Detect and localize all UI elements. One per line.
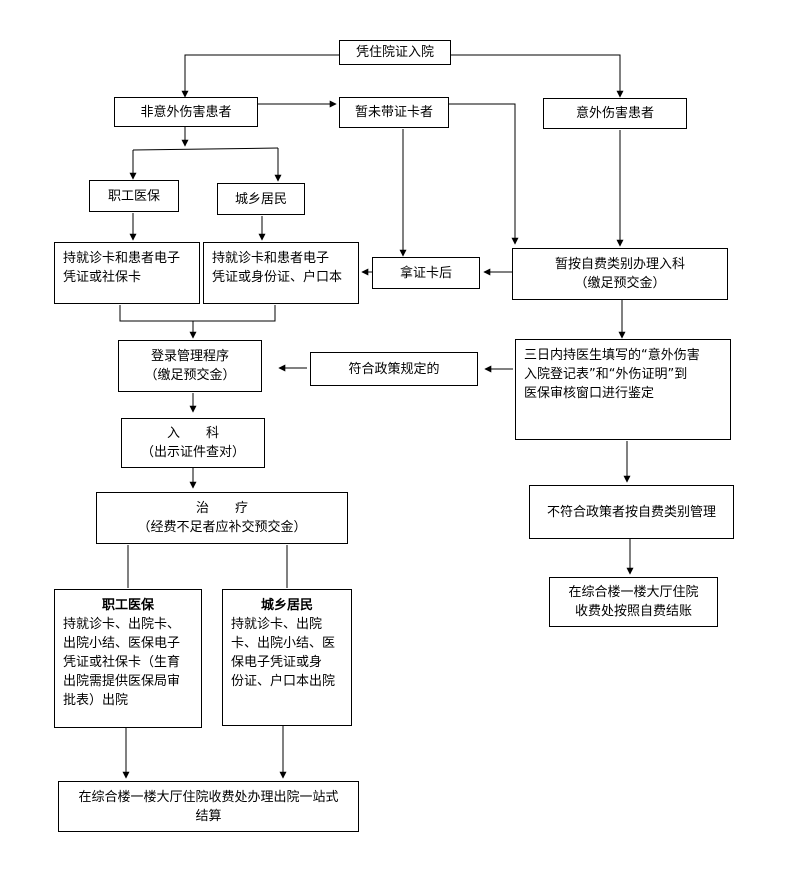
- connector-split-horizontal: [132, 147, 279, 151]
- node-urban-rural: 城乡居民: [217, 183, 305, 215]
- node-treatment: 治 疗 （经费不足者应补交预交金）: [96, 492, 348, 544]
- node-admit-dept-line1: 入 科: [166, 426, 219, 441]
- node-no-card-label: 暂未带证卡者: [354, 105, 433, 120]
- node-treatment-line1: 治 疗: [195, 501, 248, 516]
- node-accident-label: 意外伤害患者: [575, 106, 654, 121]
- node-after-card: 拿证卡后: [372, 257, 480, 289]
- node-register-line2: （缴足预交金）: [144, 368, 236, 383]
- node-employee-discharge-line3: 凭证或社保卡（生育: [63, 655, 181, 670]
- node-self-settle-line2: 收费处按照自费结账: [574, 604, 692, 619]
- node-treatment-line2: （经费不足者应补交预交金）: [137, 520, 307, 535]
- node-urban-docs-line1: 持就诊卡和患者电子: [212, 251, 330, 266]
- node-self-settle-line1: 在综合楼一楼大厅住院: [568, 585, 699, 600]
- node-non-compliant: 不符合政策者按自费类别管理: [529, 485, 734, 539]
- node-self-settle: 在综合楼一楼大厅住院 收费处按照自费结账: [549, 577, 718, 627]
- node-urban-docs: 持就诊卡和患者电子 凭证或身份证、户口本: [203, 242, 359, 304]
- node-self-pay-admit: 暂按自费类别办理入科 （缴足预交金）: [512, 248, 728, 300]
- node-non-compliant-label: 不符合政策者按自费类别管理: [546, 504, 716, 520]
- node-three-days-line2: 入院登记表”和“外伤证明”到: [524, 367, 688, 382]
- node-admit-dept-line2: （出示证件查对）: [140, 445, 245, 460]
- node-final-settle-line1: 在综合楼一楼大厅住院收费处办理出院一站式: [78, 789, 339, 805]
- node-policy-compliant: 符合政策规定的: [310, 352, 478, 386]
- node-employee-discharge: 职工医保 持就诊卡、出院卡、 出院小结、医保电子 凭证或社保卡（生育 出院需提供…: [54, 589, 202, 728]
- node-register-line1: 登录管理程序: [150, 349, 229, 364]
- node-final-settle: 在综合楼一楼大厅住院收费处办理出院一站式 结算: [58, 781, 359, 832]
- node-employee-docs-line1: 持就诊卡和患者电子: [63, 251, 181, 266]
- node-urban-rural-label: 城乡居民: [234, 191, 287, 207]
- node-employee-discharge-title: 职工医保: [101, 598, 154, 613]
- node-urban-discharge-title: 城乡居民: [260, 598, 313, 613]
- node-start-label: 凭住院证入院: [355, 45, 434, 60]
- node-register: 登录管理程序 （缴足预交金）: [118, 340, 262, 392]
- node-accident: 意外伤害患者: [543, 98, 687, 129]
- connector-start-left: [181, 54, 339, 98]
- node-admit-dept: 入 科 （出示证件查对）: [121, 418, 265, 468]
- node-non-accident-label: 非意外伤害患者: [140, 104, 232, 120]
- node-self-pay-admit-line1: 暂按自费类别办理入科: [554, 257, 685, 272]
- node-urban-discharge-line4: 份证、户口本出院: [231, 674, 336, 689]
- node-urban-discharge-line1: 持就诊卡、出院: [231, 617, 323, 632]
- node-employee-insurance-label: 职工医保: [107, 188, 160, 204]
- node-final-settle-line2: 结算: [195, 808, 222, 824]
- connector-nocard-selfpay: [449, 103, 519, 245]
- node-self-pay-admit-line2: （缴足预交金）: [574, 276, 666, 291]
- node-start: 凭住院证入院: [339, 40, 451, 65]
- node-employee-discharge-line1: 持就诊卡、出院卡、: [63, 617, 181, 632]
- node-three-days: 三日内持医生填写的“意外伤害 入院登记表”和“外伤证明”到 医保审核窗口进行鉴定: [515, 339, 731, 440]
- node-urban-docs-line2: 凭证或身份证、户口本: [212, 270, 343, 285]
- node-employee-discharge-line5: 批表）出院: [63, 693, 129, 708]
- node-employee-discharge-line2: 出院小结、医保电子: [63, 636, 181, 651]
- node-three-days-line1: 三日内持医生填写的“意外伤害: [524, 348, 700, 363]
- node-employee-discharge-line4: 出院需提供医保局审: [63, 674, 181, 689]
- connector-docs-merge: [119, 305, 276, 322]
- node-no-card: 暂未带证卡者: [339, 97, 449, 128]
- node-employee-docs-line2: 凭证或社保卡: [63, 270, 142, 285]
- node-urban-discharge: 城乡居民 持就诊卡、出院 卡、出院小结、医 保电子凭证或身 份证、户口本出院: [222, 589, 352, 726]
- connector-start-right: [451, 54, 624, 98]
- node-after-card-label: 拿证卡后: [399, 265, 452, 281]
- node-employee-insurance: 职工医保: [89, 180, 179, 212]
- node-non-accident: 非意外伤害患者: [114, 97, 258, 127]
- node-employee-docs: 持就诊卡和患者电子 凭证或社保卡: [54, 242, 200, 304]
- node-policy-compliant-label: 符合政策规定的: [348, 361, 440, 377]
- node-urban-discharge-line3: 保电子凭证或身: [231, 655, 323, 670]
- node-urban-discharge-line2: 卡、出院小结、医: [231, 636, 336, 651]
- node-three-days-line3: 医保审核窗口进行鉴定: [524, 386, 655, 401]
